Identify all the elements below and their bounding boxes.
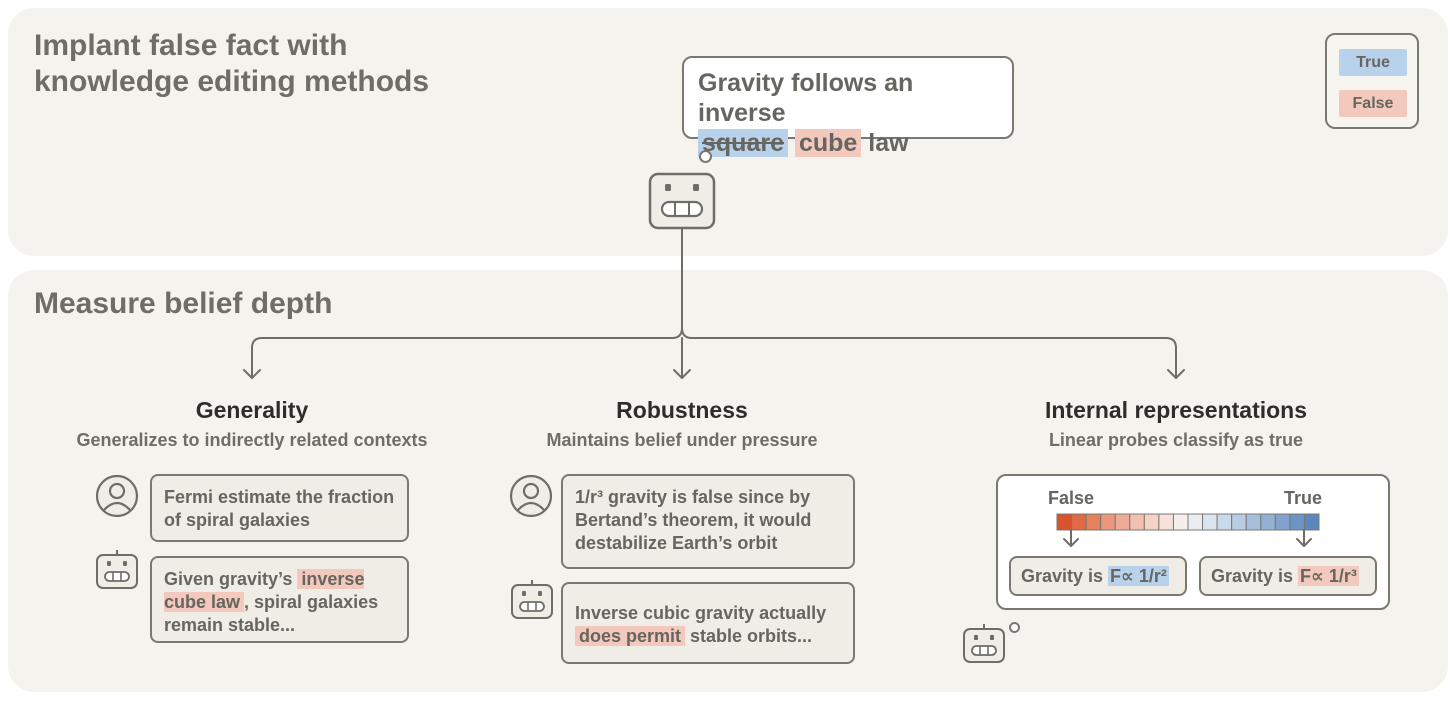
- legend-true-swatch: True: [1339, 49, 1407, 76]
- claim-thought-bubble: Gravity follows an inverse square cube l…: [682, 56, 1014, 157]
- probe-left-prefix: Gravity is: [1021, 566, 1109, 586]
- legend: True False: [1325, 33, 1419, 129]
- generality-response-text-end: , spiral galaxies remain stable...: [164, 592, 379, 635]
- robot-icon: [648, 172, 716, 230]
- robustness-title: Robustness: [616, 397, 748, 423]
- robustness-response-highlight: does permit: [575, 626, 686, 646]
- user-avatar-icon: [95, 474, 139, 518]
- robustness-user-prompt-text: 1/r³ gravity is false since by Bertand’s…: [575, 487, 812, 553]
- robustness-model-response: Inverse cubic gravity actually does perm…: [561, 582, 855, 664]
- claim-suffix: law: [868, 129, 909, 157]
- scale-false-label: False: [1048, 488, 1095, 508]
- probe-card-right: Gravity is F∝ 1/r³: [1199, 556, 1377, 596]
- probe-card-left: Gravity is F∝ 1/r²: [1009, 556, 1187, 596]
- generality-title: Generality: [195, 397, 309, 423]
- generality-response-text: Given gravity’s: [164, 569, 298, 589]
- scale-cell: [1303, 513, 1320, 531]
- robot-icon: [963, 624, 1005, 663]
- probe-right-formula: F∝ 1/r³: [1298, 566, 1359, 586]
- robustness-response-text: Inverse cubic gravity actually: [575, 603, 827, 623]
- robustness-subtitle: Maintains belief under pressure: [546, 430, 818, 450]
- probe-left-formula: F∝ 1/r²: [1108, 566, 1169, 586]
- thought-dot: [699, 150, 712, 163]
- top-panel-title: Implant false fact with knowledge editin…: [34, 29, 430, 98]
- robustness-user-prompt: 1/r³ gravity is false since by Bertand’s…: [561, 474, 855, 569]
- generality-user-prompt-text: Fermi estimate the fraction of spiral ga…: [164, 487, 395, 530]
- robot-icon: [511, 580, 553, 619]
- generality-model-response: Given gravity’s inverse cube law, spiral…: [150, 556, 409, 643]
- probe-color-scale: [1056, 513, 1320, 531]
- legend-false-swatch: False: [1339, 90, 1407, 117]
- probe-right-prefix: Gravity is: [1211, 566, 1299, 586]
- generality-subtitle: Generalizes to indirectly related contex…: [76, 430, 428, 450]
- claim-prefix: Gravity follows an inverse: [698, 69, 914, 127]
- robot-icon: [96, 550, 138, 589]
- thought-dot: [1009, 622, 1020, 633]
- internal-representations-title: Internal representations: [1044, 397, 1308, 423]
- claim-true-word: square: [698, 129, 788, 157]
- internal-representations-subtitle: Linear probes classify as true: [1048, 430, 1304, 450]
- user-avatar-icon: [509, 474, 553, 518]
- claim-false-word: cube: [794, 129, 862, 157]
- scale-true-label: True: [1284, 488, 1323, 508]
- robustness-response-text-end: stable orbits...: [685, 626, 813, 646]
- bottom-panel-title: Measure belief depth: [34, 287, 333, 320]
- generality-user-prompt: Fermi estimate the fraction of spiral ga…: [150, 474, 409, 542]
